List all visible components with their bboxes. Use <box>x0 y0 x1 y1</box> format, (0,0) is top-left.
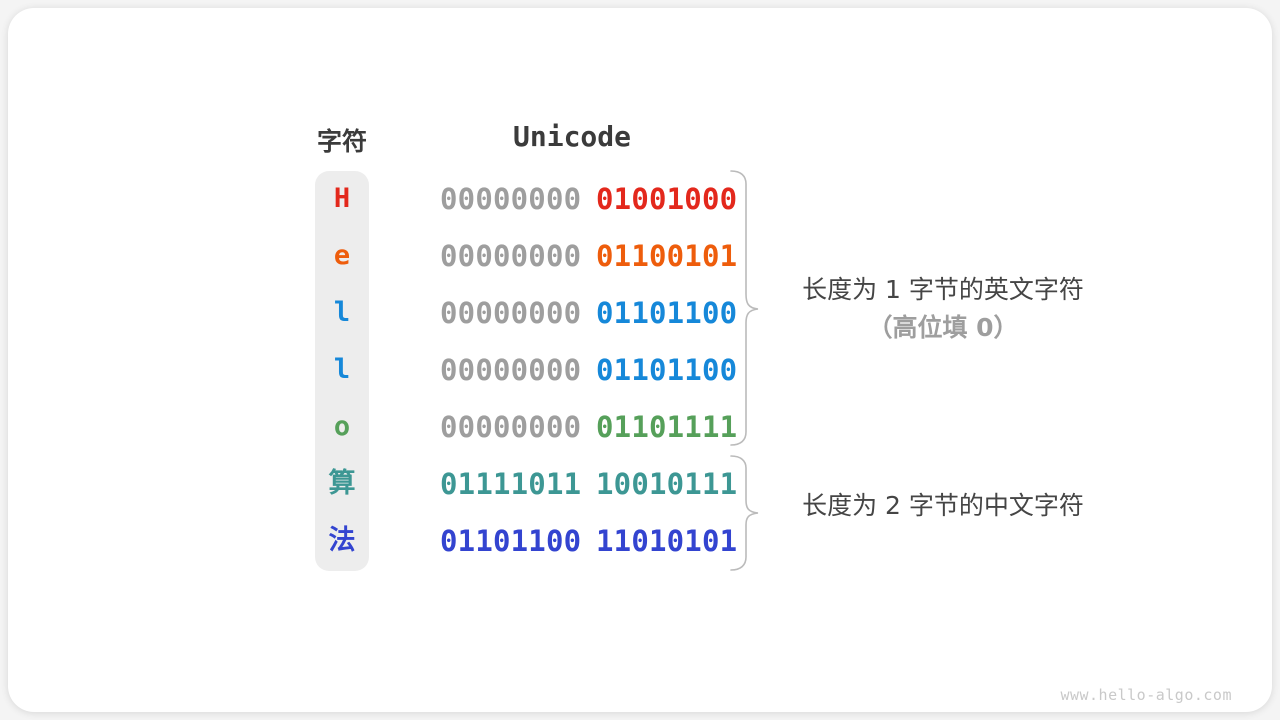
high-byte: 01111011 <box>440 467 582 501</box>
high-byte: 00000000 <box>440 182 582 216</box>
rows-layer: H 00000000 01001000 e 00000000 01100101 … <box>8 8 1272 712</box>
char-column-background <box>315 171 369 571</box>
table-row: 法 01101100 11010101 <box>8 513 1272 569</box>
low-byte: 01100101 <box>596 239 738 273</box>
high-byte: 00000000 <box>440 410 582 444</box>
low-byte: 11010101 <box>596 524 738 558</box>
table-row: o 00000000 01101111 <box>8 399 1272 455</box>
table-row: l 00000000 01101100 <box>8 285 1272 341</box>
char-cell: 算 <box>328 468 356 499</box>
char-cell: l <box>333 354 351 385</box>
high-byte: 01101100 <box>440 524 582 558</box>
low-byte: 01101111 <box>596 410 738 444</box>
low-byte: 01001000 <box>596 182 738 216</box>
char-cell: o <box>333 411 351 442</box>
unicode-column-header: Unicode <box>513 120 632 153</box>
annotation-chinese-chars: 长度为 2 字节的中文字符 <box>771 487 1115 525</box>
table-row: H 00000000 01001000 <box>8 171 1272 227</box>
table-row: 算 01111011 10010111 <box>8 456 1272 512</box>
annotation-english-line2: （高位填 0） <box>867 313 1019 342</box>
char-cell: 法 <box>328 525 356 556</box>
annotation-chinese-line1: 长度为 2 字节的中文字符 <box>802 491 1084 520</box>
annotation-english-line1: 长度为 1 字节的英文字符 <box>802 275 1084 304</box>
table-row: e 00000000 01100101 <box>8 228 1272 284</box>
high-byte: 00000000 <box>440 296 582 330</box>
brace-chinese-group <box>730 455 759 571</box>
watermark-url: www.hello-algo.com <box>1060 686 1232 704</box>
figure-card: 字符 Unicode H 00000000 01001000 e 0000000… <box>8 8 1272 712</box>
low-byte: 01101100 <box>596 296 738 330</box>
grouping-braces <box>730 170 759 571</box>
char-cell: H <box>333 183 351 214</box>
table-row: l 00000000 01101100 <box>8 342 1272 398</box>
brace-english-group <box>730 170 759 446</box>
char-cell: l <box>333 297 351 328</box>
annotation-english-chars: 长度为 1 字节的英文字符 （高位填 0） <box>771 271 1115 347</box>
char-column-header: 字符 <box>316 127 367 156</box>
low-byte: 01101100 <box>596 353 738 387</box>
high-byte: 00000000 <box>440 353 582 387</box>
high-byte: 00000000 <box>440 239 582 273</box>
char-cell: e <box>333 240 351 271</box>
low-byte: 10010111 <box>596 467 738 501</box>
